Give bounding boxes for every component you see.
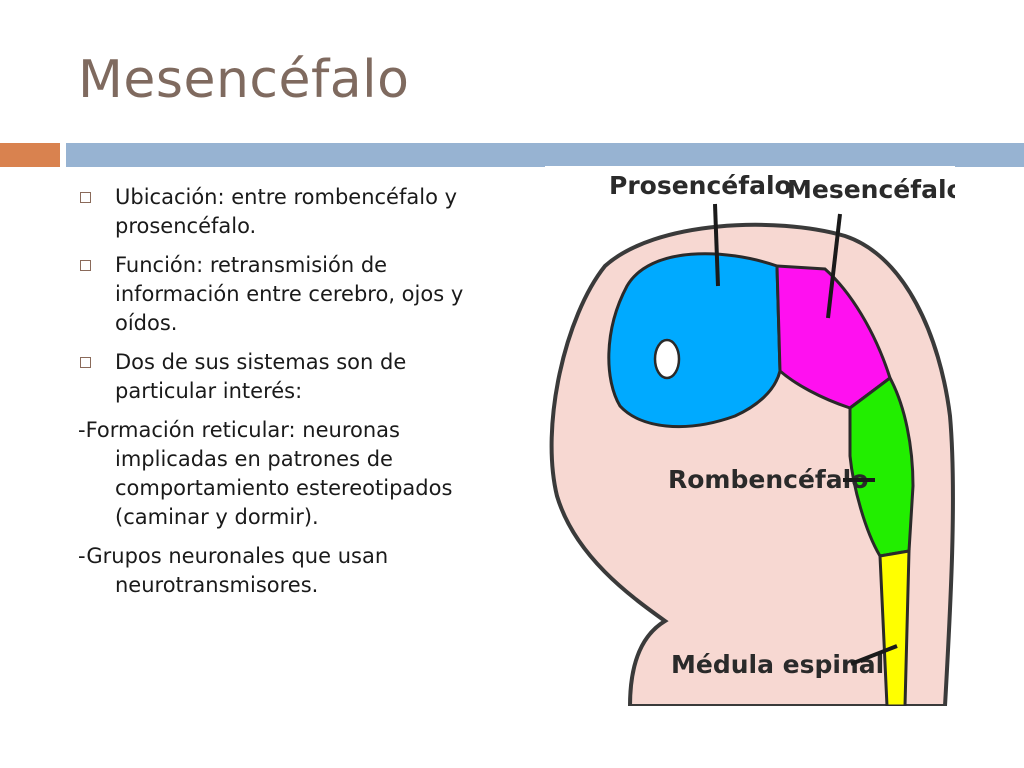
bullet-text: Ubicación: entre rombencéfalo y prosencé… xyxy=(115,185,458,238)
accent-bar-orange xyxy=(0,143,60,167)
bullet-text: Dos de sus sistemas son de particular in… xyxy=(115,350,407,403)
accent-bar-blue xyxy=(66,143,1024,167)
bullet-text: Función: retransmisión de información en… xyxy=(115,253,464,335)
prosencefalo-region xyxy=(607,252,782,429)
pointer-line xyxy=(713,203,720,287)
slide-body: Ubicación: entre rombencéfalo y prosencé… xyxy=(78,183,473,610)
pointer-line xyxy=(850,644,898,666)
pointer-line xyxy=(826,213,842,319)
label-mesencefalo: Mesencéfalo xyxy=(787,175,955,204)
bullet-item: Ubicación: entre rombencéfalo y prosencé… xyxy=(78,183,473,241)
paragraph-grupos: -Grupos neuronales que usan neurotransmi… xyxy=(78,544,389,597)
slide-title: Mesencéfalo xyxy=(78,50,410,110)
square-bullet-icon xyxy=(80,192,91,203)
label-rombencefalo: Rombencéfalo xyxy=(668,465,868,494)
square-bullet-icon xyxy=(80,357,91,368)
label-medula: Médula espinal xyxy=(671,650,884,679)
bullet-item: Función: retransmisión de información en… xyxy=(78,251,473,338)
square-bullet-icon xyxy=(80,260,91,271)
label-prosencefalo: Prosencéfalo xyxy=(609,171,792,200)
bullet-item: Dos de sus sistemas son de particular in… xyxy=(78,348,473,406)
medula-region xyxy=(878,549,911,706)
brain-development-diagram: Prosencéfalo Mesencéfalo Rombencéfalo Mé… xyxy=(545,166,955,706)
ventricle-opening xyxy=(653,338,681,380)
paragraph-reticular: -Formación reticular: neuronas implicada… xyxy=(78,418,453,529)
